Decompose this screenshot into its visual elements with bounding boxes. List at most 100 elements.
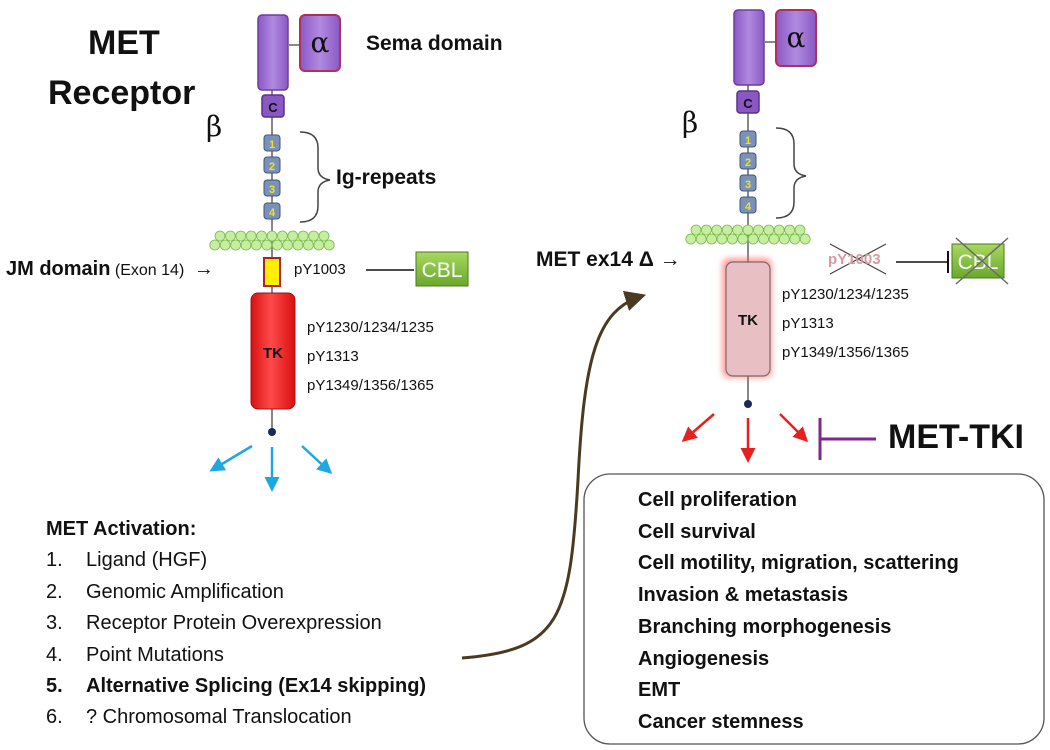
right-site-1: pY1230/1234/1235 bbox=[782, 286, 909, 303]
right-ig-3 bbox=[739, 174, 757, 192]
membrane-bead bbox=[266, 230, 278, 242]
title-receptor: Receptor bbox=[48, 74, 196, 112]
activation-num: 4. bbox=[46, 643, 63, 666]
left-ig-4-num: 4 bbox=[269, 207, 276, 219]
jm-arrow-icon: → bbox=[193, 258, 214, 280]
left-site-3: pY1349/1356/1365 bbox=[307, 377, 434, 394]
left-ig-2 bbox=[263, 156, 281, 174]
cbl-cross-out-icon bbox=[955, 237, 1009, 285]
activation-text: Point Mutations bbox=[86, 643, 224, 666]
membrane-bead bbox=[282, 239, 294, 251]
right-alpha-label: α bbox=[787, 21, 806, 54]
membrane-bead bbox=[799, 233, 811, 245]
activation-text: Receptor Protein Overexpression bbox=[86, 612, 382, 635]
activation-item: 6.? Chromosomal Translocation bbox=[46, 702, 426, 733]
right-ig-2 bbox=[739, 152, 757, 170]
membrane-bead bbox=[302, 239, 314, 251]
membrane-bead bbox=[230, 239, 242, 251]
membrane-bead bbox=[706, 233, 717, 245]
activation-item: 2.Genomic Amplification bbox=[46, 577, 426, 608]
right-phosphate-dot-icon bbox=[744, 400, 752, 408]
activation-text: Ligand (HGF) bbox=[86, 549, 208, 572]
left-ig-4 bbox=[263, 202, 281, 220]
membrane-bead bbox=[747, 233, 759, 245]
left-ig-1-num: 1 bbox=[269, 139, 275, 151]
membrane-bead bbox=[701, 224, 712, 236]
left-arrow-left bbox=[209, 444, 253, 472]
left-ig-repeats: 1 2 3 4 bbox=[263, 134, 281, 220]
left-tk-domain bbox=[250, 292, 296, 410]
right-site-2: pY1313 bbox=[782, 315, 834, 332]
membrane-bead bbox=[250, 239, 262, 251]
activation-heading: MET Activation: bbox=[46, 518, 197, 540]
left-ig-brace bbox=[299, 131, 331, 223]
membrane-bead bbox=[789, 233, 801, 245]
outcome-item: Cell proliferation bbox=[638, 489, 797, 511]
membrane-bead bbox=[773, 224, 785, 236]
membrane-bead bbox=[219, 239, 231, 251]
met-ex14-arrow-icon: → bbox=[659, 248, 681, 271]
activation-text: ? Chromosomal Translocation bbox=[86, 706, 352, 729]
ig-repeats-label: Ig-repeats bbox=[336, 166, 437, 189]
title-met: MET bbox=[88, 24, 160, 62]
right-ig-4 bbox=[739, 196, 757, 214]
membrane-bead bbox=[732, 224, 743, 236]
membrane-bead bbox=[292, 239, 304, 251]
membrane-bead bbox=[716, 233, 728, 245]
membrane-bead bbox=[763, 224, 775, 236]
right-tk-label: TK bbox=[738, 312, 758, 329]
membrane-bead bbox=[742, 224, 754, 236]
membrane-bead bbox=[209, 239, 221, 251]
right-cbl-label: CBL bbox=[958, 251, 999, 274]
right-c-label: C bbox=[743, 96, 753, 111]
membrane-bead bbox=[214, 230, 226, 242]
left-site-2: pY1313 bbox=[307, 348, 359, 365]
activation-text: Genomic Amplification bbox=[86, 580, 284, 603]
outcome-item: EMT bbox=[638, 679, 681, 702]
membrane-bead bbox=[685, 233, 697, 245]
right-beta-label: β bbox=[682, 106, 699, 139]
met-tki-label: MET-TKI bbox=[888, 418, 1024, 456]
outcome-item: Branching morphogenesis bbox=[638, 615, 892, 638]
membrane-bead bbox=[727, 233, 738, 245]
left-cbl-label: CBL bbox=[422, 259, 463, 282]
left-sites-list: pY1230/1234/1235 pY1313 pY1349/1356/1365 bbox=[307, 313, 434, 400]
right-membrane-icon bbox=[685, 224, 811, 245]
membrane-bead bbox=[779, 233, 790, 245]
membrane-bead bbox=[256, 230, 268, 242]
left-ig-3 bbox=[263, 179, 281, 197]
right-ig-1 bbox=[739, 130, 757, 148]
outcome-item: Invasion & metastasis bbox=[638, 584, 849, 607]
membrane-bead bbox=[287, 230, 299, 242]
left-ig-2-num: 2 bbox=[269, 161, 275, 173]
right-c-box bbox=[736, 90, 760, 114]
activation-text: Alternative Splicing (Ex14 skipping) bbox=[86, 675, 427, 698]
membrane-bead bbox=[784, 224, 795, 236]
membrane-bead bbox=[711, 224, 723, 236]
left-beta-label: β bbox=[206, 110, 223, 143]
left-ig-1 bbox=[263, 134, 281, 152]
right-sema-domain bbox=[733, 9, 765, 86]
jm-domain-label-bold: JM domain bbox=[6, 258, 111, 280]
membrane-bead bbox=[721, 224, 733, 236]
membrane-bead bbox=[308, 230, 320, 242]
membrane-bead bbox=[737, 233, 749, 245]
activation-num: 3. bbox=[46, 612, 63, 635]
outcome-item: Cancer stemness bbox=[638, 710, 804, 733]
left-membrane-icon bbox=[209, 230, 335, 251]
jm-domain-label: JM domain (Exon 14) → bbox=[6, 258, 214, 281]
right-tk-domain bbox=[725, 261, 771, 377]
membrane-bead bbox=[323, 239, 335, 251]
left-site-1: pY1230/1234/1235 bbox=[307, 319, 434, 336]
membrane-bead bbox=[768, 233, 780, 245]
right-py1003-label: pY1003 bbox=[828, 251, 881, 268]
outcome-item: Cell motility, migration, scattering bbox=[638, 552, 959, 575]
left-ig-3-num: 3 bbox=[269, 184, 275, 196]
left-tk-label: TK bbox=[263, 345, 283, 362]
outcomes-box bbox=[583, 473, 1045, 745]
activation-num: 5. bbox=[46, 675, 63, 698]
right-arrow-left bbox=[681, 413, 715, 442]
left-c-box bbox=[261, 94, 285, 118]
left-jm-domain bbox=[263, 257, 281, 287]
